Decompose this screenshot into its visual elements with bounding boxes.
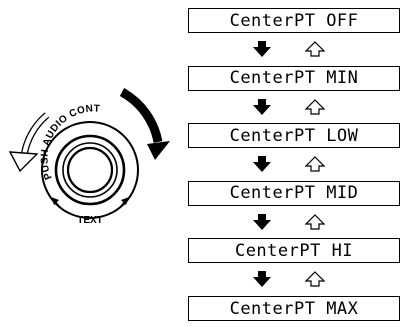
mode-box-4: CenterPT MID [188, 180, 400, 206]
white-up-arrow-icon [305, 98, 325, 115]
rotate-right-arrow-icon [119, 88, 170, 160]
black-down-arrow-icon [253, 98, 271, 115]
knob-cap-inner [66, 146, 114, 194]
white-up-arrow-icon [305, 271, 325, 287]
mode-box-1: CenterPT OFF [188, 8, 400, 33]
knob-lower-label: TEXT [77, 215, 103, 226]
mode-box-3: CenterPT LOW [188, 123, 400, 149]
rotate-left-arrow-icon [8, 112, 50, 173]
white-up-arrow-icon [305, 213, 325, 230]
black-down-arrow-icon [253, 156, 271, 173]
mode-box-2: CenterPT MIN [188, 65, 400, 91]
black-down-arrow-icon [253, 213, 271, 230]
audio-control-knob[interactable]: PUSH AUDIO CONT TEXT [0, 70, 180, 240]
mode-box-5: CenterPT HI [188, 238, 400, 264]
black-down-arrow-icon [253, 271, 271, 288]
black-down-arrow-icon [253, 41, 271, 57]
mode-box-6: CenterPT MAX [188, 296, 400, 321]
text-label-arrows [51, 197, 129, 213]
white-up-arrow-icon [305, 41, 325, 57]
white-up-arrow-icon [305, 156, 325, 172]
